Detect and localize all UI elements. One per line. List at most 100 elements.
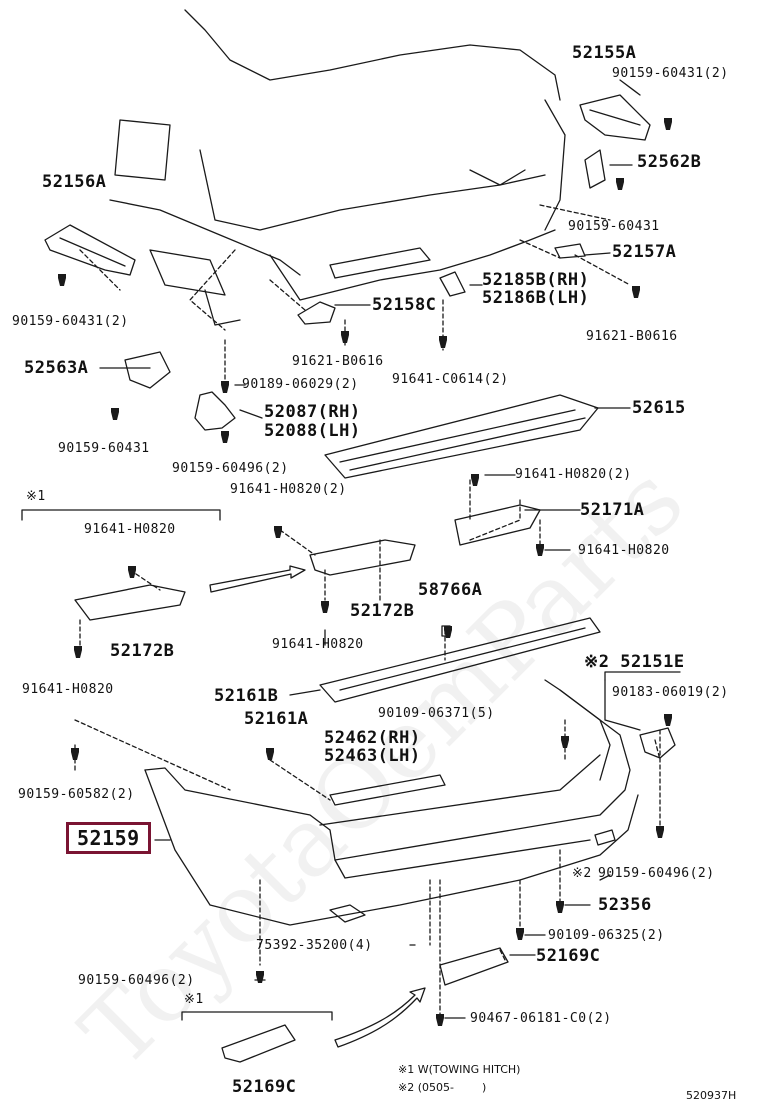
part-52169C-bottom-cover <box>221 1024 296 1063</box>
label-58766A: 58766A <box>418 580 483 600</box>
bolt-10 <box>536 544 544 556</box>
direction-arrow <box>209 565 306 593</box>
label-note1-a: ※1 <box>26 489 46 504</box>
label-52158C: 52158C <box>372 295 437 315</box>
note2-bracket <box>604 671 681 681</box>
note-towing-hitch: ※1 W(TOWING HITCH) <box>398 1063 521 1076</box>
label-52088: 52088(LH) <box>264 421 361 441</box>
label-52356: 52356 <box>598 895 652 915</box>
label-90159-60582: 90159-60582(2) <box>18 787 135 802</box>
label-90159-60431-2-left: 90159-60431(2) <box>12 314 129 329</box>
bolt-11 <box>274 526 282 538</box>
bolt-4 <box>341 331 349 343</box>
label-52151E: ※2 52151E <box>584 652 685 672</box>
part-52462-moulding <box>329 774 446 806</box>
label-90189-06029: 90189-06029(2) <box>242 377 359 392</box>
figure-id: 520937H <box>686 1089 737 1102</box>
leader-lines-solid <box>99 79 641 1019</box>
label-52161A: 52161A <box>244 709 309 729</box>
label-90467-06181: 90467-06181-C0(2) <box>470 1011 612 1026</box>
label-52185B: 52185B(RH) <box>482 270 590 290</box>
vehicle-body-outline <box>109 9 566 326</box>
part-52159-bumper-cover <box>144 679 639 926</box>
label-52186B: 52186B(LH) <box>482 288 590 308</box>
label-90159-60431-2-top: 90159-60431(2) <box>612 66 729 81</box>
label-90159-60431-left2: 90159-60431 <box>58 441 150 456</box>
label-52155A: 52155A <box>572 43 637 63</box>
note1-bracket-lower <box>181 1011 333 1021</box>
part-52172B-mid-bracket <box>309 539 416 576</box>
label-52156A: 52156A <box>42 172 107 192</box>
label-note1-b: ※1 <box>184 992 204 1007</box>
label-91641-C0614: 91641-C0614(2) <box>392 372 509 387</box>
bolt-6 <box>221 381 229 393</box>
label-91641-H0820-c: 91641-H0820 <box>272 637 364 652</box>
bolt-13 <box>321 601 329 613</box>
bolt-17 <box>266 748 274 760</box>
label-52563A: 52563A <box>24 358 89 378</box>
bolt-8 <box>221 431 229 443</box>
label-91641-H0820-2-b: 91641-H0820(2) <box>230 482 347 497</box>
label-90159-60496-2-b: 90159-60496(2) <box>598 866 715 881</box>
note-date-range: ※2 (0505- ) <box>398 1081 487 1094</box>
bolt-22 <box>256 971 264 983</box>
label-91641-H0820-d: 91641-H0820 <box>22 682 114 697</box>
label-75392-35200: 75392-35200(4) <box>256 938 373 953</box>
bolt-5 <box>439 336 447 348</box>
bolt-18 <box>71 748 79 760</box>
part-52157A-clip <box>554 243 586 259</box>
bolt-1 <box>616 178 624 190</box>
part-52562B-bracket <box>584 149 606 189</box>
label-90159-60496-2-c: 90159-60496(2) <box>78 973 195 988</box>
label-52615: 52615 <box>632 398 686 418</box>
label-52161B: 52161B <box>214 686 279 706</box>
curved-arrow <box>334 987 426 1048</box>
part-52156A-bracket <box>44 224 136 276</box>
label-91621-B0616-right: 91621-B0616 <box>586 329 678 344</box>
part-52161B-step-pad <box>319 617 601 703</box>
label-90109-06371: 90109-06371(5) <box>378 706 495 721</box>
bolt-19 <box>656 826 664 838</box>
part-52169C-right-cover <box>439 947 509 986</box>
label-90109-06325: 90109-06325(2) <box>548 928 665 943</box>
part-52151E-bracket <box>639 727 676 759</box>
label-52463: 52463(LH) <box>324 746 421 766</box>
label-52169C-right: 52169C <box>536 946 601 966</box>
label-52172B-mid: 52172B <box>350 601 415 621</box>
label-91641-H0820-b: 91641-H0820 <box>578 543 670 558</box>
bolt-9 <box>471 474 479 486</box>
label-52172B-left: 52172B <box>110 641 175 661</box>
label-52562B: 52562B <box>637 152 702 172</box>
label-91621-B0616-mid: 91621-B0616 <box>292 354 384 369</box>
bolt-20 <box>556 901 564 913</box>
label-52159-highlighted[interactable]: 52159 <box>66 822 151 854</box>
bolt-15 <box>444 626 452 638</box>
label-note2-mark: ※2 <box>572 866 592 881</box>
bolt-12 <box>128 566 136 578</box>
label-91641-H0820-2-a: 91641-H0820(2) <box>515 467 632 482</box>
label-52087: 52087(RH) <box>264 402 361 422</box>
part-52087-bracket <box>194 391 236 431</box>
part-52563A-bracket <box>124 351 171 389</box>
note1-bracket-upper <box>21 509 221 521</box>
bolt-16 <box>561 736 569 748</box>
part-52158C-clip <box>297 301 336 325</box>
bolt-0 <box>664 118 672 130</box>
bolt-2 <box>632 286 640 298</box>
label-52169C-bottom: 52169C <box>232 1077 297 1097</box>
label-90183-06019: 90183-06019(2) <box>612 685 729 700</box>
bolt-21 <box>516 928 524 940</box>
fasteners <box>58 118 672 1026</box>
part-52171A-bracket <box>454 504 541 546</box>
bolt-23 <box>436 1014 444 1026</box>
label-52171A: 52171A <box>580 500 645 520</box>
part-52185B-clip <box>439 271 466 297</box>
label-91641-H0820-a: 91641-H0820 <box>84 522 176 537</box>
part-52172B-left-bracket <box>74 584 186 621</box>
bolt-24 <box>664 714 672 726</box>
part-52615-reinforcement <box>324 394 599 479</box>
label-52462: 52462(RH) <box>324 728 421 748</box>
label-52157A: 52157A <box>612 242 677 262</box>
